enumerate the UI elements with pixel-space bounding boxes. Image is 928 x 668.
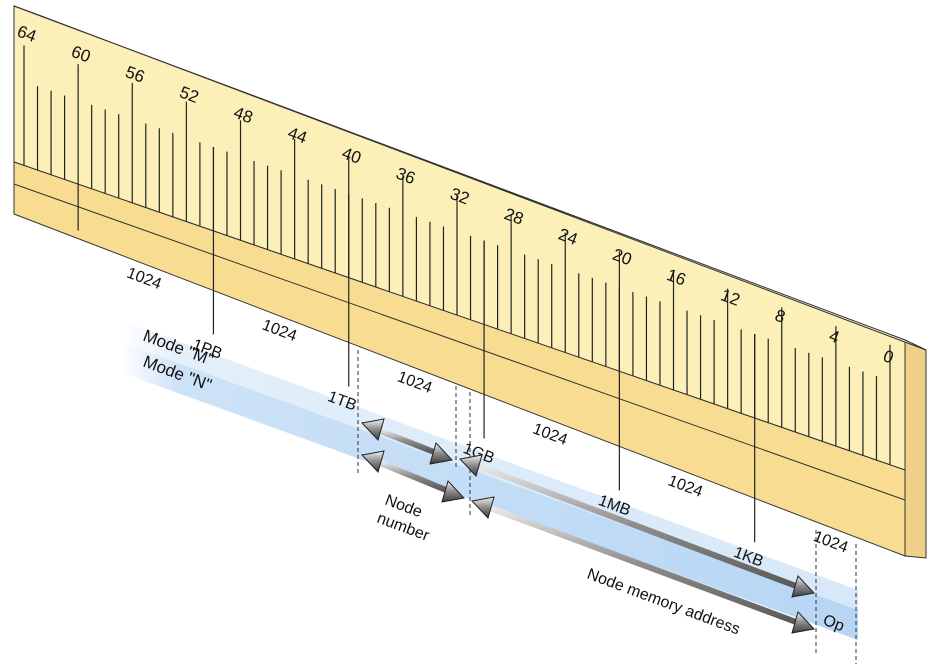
arrow-head-left [361,450,385,473]
ruler-ticks [23,45,891,543]
arrow-head-left [471,496,495,519]
guide-lines [357,350,857,664]
arrow-head-right [791,575,815,598]
ruler-front-divider [13,183,906,501]
arrow-head-right [429,442,453,465]
mode-m-node-arrow [361,418,453,465]
arrow-head-left [361,418,385,441]
field-arrows [361,418,815,634]
mode-n-address-arrow [471,496,815,634]
ruler-top-end-face [13,5,927,351]
mode-n-band [120,342,858,640]
mode-m-address-arrow [459,454,815,598]
mode-n-node-arrow [361,450,465,503]
op-label: Op [821,612,847,635]
arrow-head-right [791,611,815,634]
arrow-head-right [441,480,465,503]
ruler-end-face [904,339,927,559]
arrow-head-left [459,454,483,477]
